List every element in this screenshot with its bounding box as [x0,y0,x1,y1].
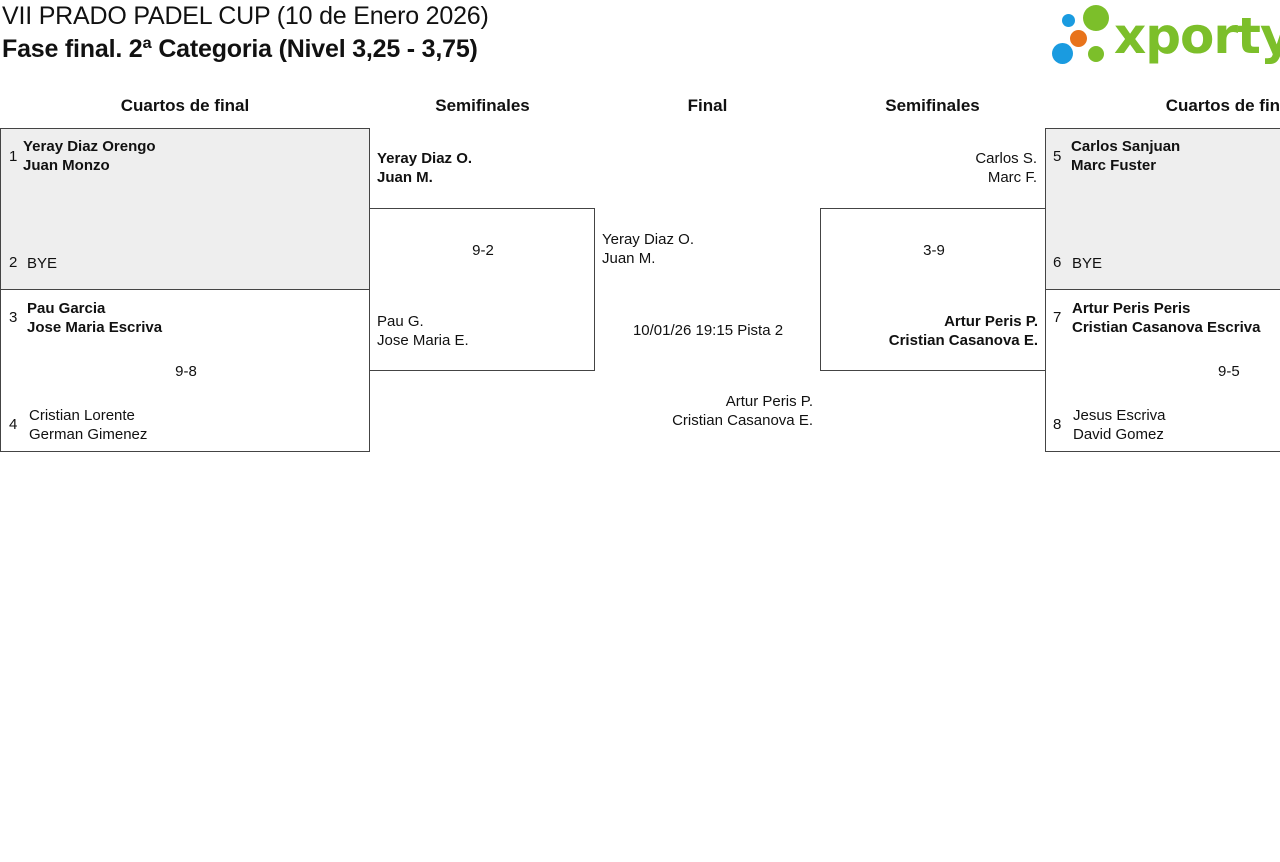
team-name-player-2: Marc Fuster [1071,157,1157,174]
team-name-player-1: Jesus Escriva [1073,407,1166,424]
column-header-final: Final [687,96,728,115]
logo-dot-blue-large-icon [1052,43,1073,64]
sf-left-match[interactable]: 9-2 Pau G. Jose Maria E. [369,208,595,371]
column-header-sf-right: Semifinales [885,96,980,115]
xporty-logo: xporty [1050,4,1280,68]
team-name-player-2: German Gimenez [29,426,148,443]
column-header-qf-right: Cuartos de final [1165,96,1280,115]
column-header-qf-left: Cuartos de final [120,96,250,115]
team-name-player-1: Pau Garcia [27,300,106,317]
qf-right-match-1[interactable]: 5 Carlos Sanjuan Marc Fuster 6 BYE [1045,128,1280,290]
team-name-player-2: David Gomez [1073,426,1164,443]
team-name-player-1: Carlos Sanjuan [1071,138,1181,155]
seed-number: 1 [9,148,18,165]
column-header-sf-left: Semifinales [435,96,530,115]
seed-number: 4 [9,416,18,433]
final-team-b-player-2: Cristian Casanova E. [672,412,813,429]
team-name-player-1: Pau G. [377,313,424,330]
team-name-player-2: Jose Maria Escriva [27,319,163,336]
match-score: 9-2 [472,242,494,259]
team-name-player-1: Yeray Diaz Orengo [23,138,156,155]
match-score: 9-5 [1218,363,1240,380]
seed-number: 8 [1053,416,1062,433]
bye-label: BYE [27,255,58,272]
sf-right-team-a-player-2: Marc F. [987,169,1037,186]
team-name-player-2: Juan Monzo [23,157,110,174]
team-name-player-2: Cristian Casanova Escriva [1072,319,1261,336]
final-team-a-player-1: Yeray Diaz O. [602,231,694,248]
logo-dot-blue-icon [1062,14,1075,27]
team-name-player-1: Cristian Lorente [29,407,135,424]
seed-number: 2 [9,254,18,271]
logo-dot-orange-icon [1070,30,1087,47]
team-name-player-1: Artur Peris P. [944,313,1038,330]
final-match[interactable]: Yeray Diaz O. Juan M. 10/01/26 19:15 Pis… [595,208,821,438]
seed-number: 7 [1053,309,1062,326]
final-team-b-player-1: Artur Peris P. [725,393,813,410]
logo-dot-green-icon [1083,5,1109,31]
logo-wordmark: xporty [1114,7,1280,65]
sf-left-team-a-player-2: Juan M. [377,169,433,186]
seed-number: 5 [1053,148,1062,165]
final-team-a-player-2: Juan M. [602,250,656,267]
seed-number: 3 [9,309,18,326]
match-score: 9-8 [175,363,197,380]
sf-right-match[interactable]: 3-9 Artur Peris P. Cristian Casanova E. [820,208,1046,371]
match-score: 3-9 [923,242,945,259]
qf-right-match-2[interactable]: 7 Artur Peris Peris Cristian Casanova Es… [1045,289,1280,452]
page-title: VII PRADO PADEL CUP (10 de Enero 2026) [2,2,489,30]
team-name-player-2: Jose Maria E. [377,332,469,349]
logo-dot-green-small-icon [1088,46,1104,62]
sf-right-team-a-player-1: Carlos S. [975,150,1037,167]
team-name-player-1: Artur Peris Peris [1072,300,1191,317]
page-subtitle: Fase final. 2ª Categoria (Nivel 3,25 - 3… [2,35,478,63]
qf-left-match-1[interactable]: 1 Yeray Diaz Orengo Juan Monzo 2 BYE [0,128,370,290]
seed-number: 6 [1053,254,1062,271]
sf-left-team-a-player-1: Yeray Diaz O. [377,150,473,167]
qf-left-match-2[interactable]: 3 Pau Garcia Jose Maria Escriva 9-8 4 Cr… [0,289,370,452]
bye-label: BYE [1072,255,1103,272]
final-schedule: 10/01/26 19:15 Pista 2 [632,322,784,339]
team-name-player-2: Cristian Casanova E. [888,332,1038,349]
